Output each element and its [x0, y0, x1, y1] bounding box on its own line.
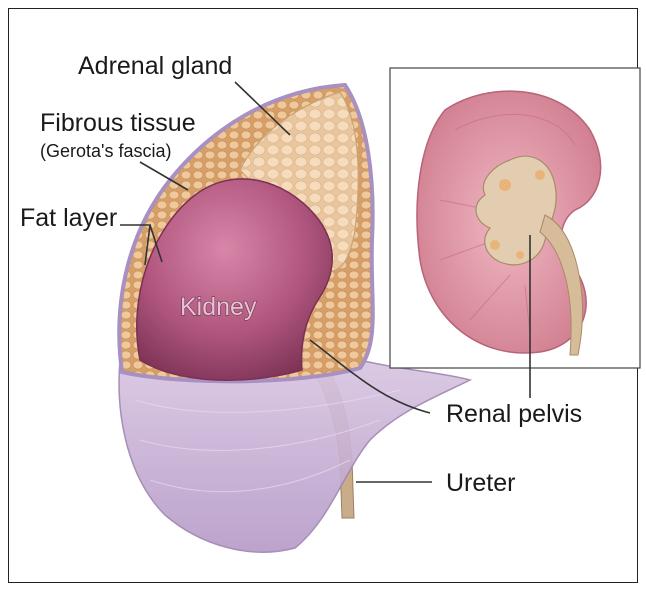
label-fibrous-tissue: Fibrous tissue [40, 109, 196, 137]
label-ureter: Ureter [446, 469, 515, 497]
label-renal-pelvis: Renal pelvis [446, 400, 582, 428]
label-kidney: Kidney [180, 293, 257, 321]
label-fat-layer: Fat layer [20, 204, 117, 232]
gerotas-fascia-sac [119, 360, 470, 552]
cross-section-inset [390, 68, 640, 368]
label-adrenal-gland: Adrenal gland [78, 52, 232, 80]
label-gerotas-fascia: (Gerota's fascia) [40, 141, 171, 161]
